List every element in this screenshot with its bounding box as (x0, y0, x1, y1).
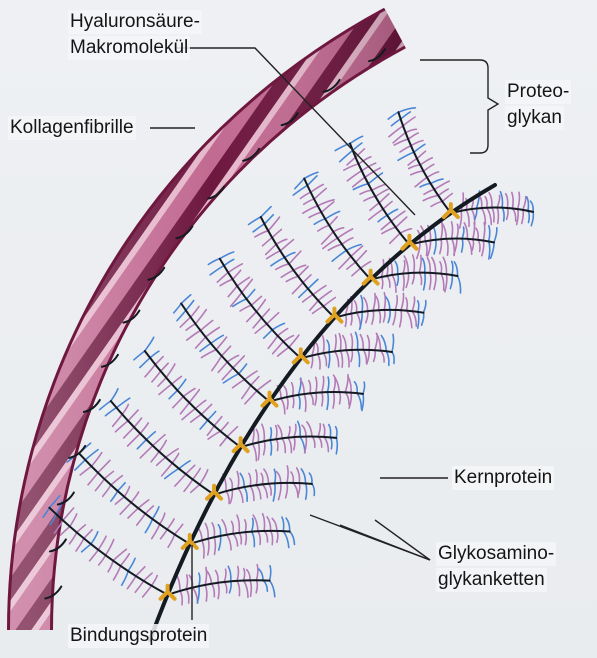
label-hyaluronsaeure-line1: Hyaluronsäure- (68, 10, 202, 34)
leader-proteoglykan-brace (420, 60, 498, 153)
label-kollagenfibrille: Kollagenfibrille (8, 116, 136, 140)
leader-glyko-2 (340, 525, 430, 560)
label-proteoglykan-line2: glykan (505, 106, 564, 130)
leader-glyko-3 (375, 520, 430, 560)
label-glykosaminoglykan-line1: Glykosamino- (436, 542, 556, 566)
label-kernprotein: Kernprotein (452, 466, 554, 490)
label-hyaluronsaeure-line2: Makromolekül (68, 36, 190, 60)
label-bindungsprotein: Bindungsprotein (68, 624, 209, 648)
label-glykosaminoglykan-line2: glykanketten (436, 568, 547, 592)
label-proteoglykan-line1: Proteo- (505, 80, 571, 104)
